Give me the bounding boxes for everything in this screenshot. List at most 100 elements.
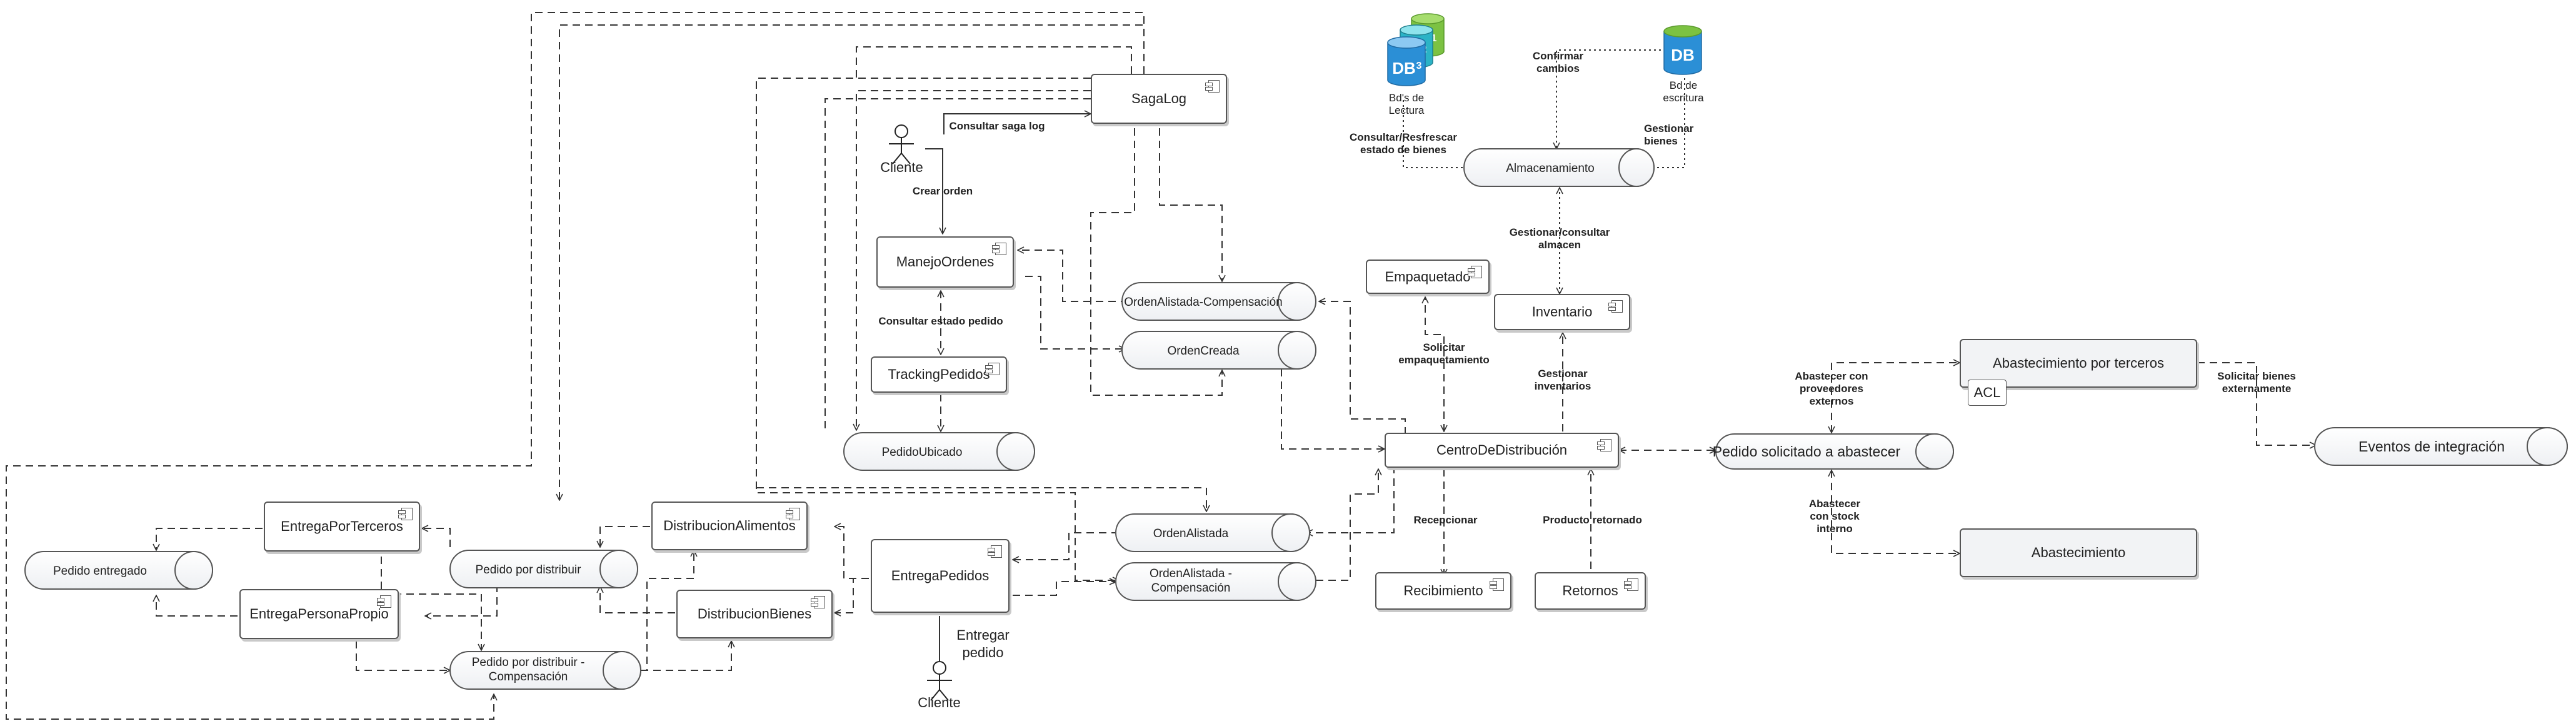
component-inventario[interactable]: Inventario [1494, 294, 1630, 330]
queue-pedido-solicitado [1715, 433, 1954, 470]
edge-alimentos-pxd [600, 526, 650, 547]
component-label: ManejoOrdenes [896, 254, 995, 270]
label-line: Abastecer con [1795, 370, 1868, 382]
db-lectura-icon: 1 2 DB 3 [1387, 13, 1445, 86]
edge-comp2-centro [1316, 469, 1378, 581]
queue-label-orden-alistada-comp2-2: Compensación [1151, 582, 1231, 595]
queue-label-pedido-por-distribuir-comp-1: Pedido por distribuir - [472, 656, 585, 669]
edge-saga-creada [1090, 128, 1222, 396]
queue-label-pedido-entregado: Pedido entregado [53, 565, 147, 578]
db-lectura-text: DB [1392, 59, 1416, 78]
label-line: Consultar/Resfrescar [1350, 131, 1457, 143]
queue-label-orden-creada: OrdenCreada [1167, 345, 1240, 358]
queue-label-pedido-solicitado: Pedido solicitado a abastecer [1713, 443, 1901, 460]
component-icon [1597, 439, 1611, 451]
component-label: Inventario [1531, 304, 1593, 320]
label-text: Recepcionar [1413, 514, 1478, 526]
component-centro-distribucion[interactable]: CentroDeDistribución [1385, 433, 1619, 468]
queue-pedido-ubicado [843, 432, 1035, 471]
edge-pxd-propio [425, 585, 498, 616]
queue-label-orden-alistada-comp2-1: OrdenAlistada - [1150, 567, 1232, 580]
edge-centro-empaquetado [1425, 297, 1444, 431]
db-escritura-label-2: escritura [1663, 92, 1704, 104]
queue-pedido-por-distribuir-comp [449, 651, 641, 690]
component-icon [985, 363, 1000, 375]
edge-entrega-comp2 [1013, 582, 1116, 596]
queue-orden-alistada-comp2 [1115, 562, 1316, 601]
edge-creada-centro [1281, 369, 1385, 449]
component-icon [992, 243, 1006, 255]
component-empaquetado[interactable]: Empaquetado [1366, 260, 1490, 294]
component-icon [786, 508, 800, 520]
label-line: con stock [1810, 510, 1860, 522]
component-label: Retornos [1562, 583, 1618, 598]
queue-label-pedido-por-distribuir-comp-2: Compensación [489, 670, 568, 683]
db-escritura-icon: DB [1663, 25, 1702, 75]
component-entrega-persona-propio[interactable]: EntregaPersonaPropio [239, 589, 399, 639]
queue-orden-alistada-compensacion [1121, 282, 1316, 321]
label-line: almacen [1538, 239, 1581, 251]
edge-centro-comp [1319, 301, 1406, 435]
label-consultar-estado-pedido: Consultar estado pedido [872, 315, 1010, 328]
edge-solicitado-abastecimiento [1832, 470, 1960, 553]
component-retornos[interactable]: Retornos [1535, 572, 1646, 610]
label-abastecer-stock: Abastecer con stock interno [1800, 498, 1869, 535]
component-manejo-ordenes[interactable]: ManejoOrdenes [876, 236, 1014, 288]
db-escritura-text: DB [1671, 46, 1695, 64]
edge-terceros-pxdc [381, 557, 481, 650]
queue-pedido-entregado [24, 551, 213, 590]
label-text: Crear orden [912, 185, 973, 197]
edge-pxdc-bienes [641, 641, 731, 671]
component-distribucion-alimentos[interactable]: DistribucionAlimentos [651, 502, 808, 550]
component-label: Recibimiento [1403, 583, 1483, 598]
component-distribucion-bienes[interactable]: DistribucionBienes [676, 590, 833, 638]
component-tracking-pedidos[interactable]: TrackingPedidos [871, 356, 1007, 393]
label-solicitar-empaquetamiento: Solicitar empaquetamiento [1391, 341, 1497, 366]
db-lectura-label-1: Bd's de [1389, 92, 1424, 104]
label-line: cambios [1536, 63, 1580, 74]
edge-solicitado-terceros [1832, 363, 1960, 433]
label-line: empaquetamiento [1398, 354, 1490, 366]
component-saga-log[interactable]: SagaLog [1091, 74, 1227, 124]
label-producto-retornado: Producto retornado [1535, 514, 1650, 527]
label-entregar-pedido: Entregar pedido [947, 627, 1019, 662]
queue-label-almacenamiento: Almacenamiento [1506, 162, 1595, 175]
edge-saga-comp [1159, 128, 1222, 281]
actor-name: Cliente [880, 159, 923, 175]
label-line: proveedores [1799, 383, 1864, 395]
component-label: SagaLog [1131, 91, 1187, 106]
component-icon [377, 595, 391, 608]
label-line: Solicitar bienes [2217, 370, 2296, 382]
queue-orden-alistada [1115, 513, 1310, 552]
component-icon [1624, 578, 1638, 591]
component-abastecimiento[interactable]: Abastecimiento [1960, 528, 2197, 577]
queue-pedido-por-distribuir [449, 550, 638, 588]
label-line: Gestionar/consultar [1509, 226, 1610, 238]
label-line: pedido [962, 645, 1004, 660]
component-icon [1490, 578, 1504, 591]
label-solicitar-bienes: Solicitar bienes externamente [2207, 370, 2307, 395]
edge-saga-pedidoubicado [856, 90, 1091, 430]
actor-name: Cliente [918, 695, 961, 710]
component-recibimiento[interactable]: Recibimiento [1375, 572, 1511, 610]
component-icon [1608, 300, 1623, 313]
label-gestionar-inventarios: Gestionar inventarios [1525, 368, 1600, 393]
component-icon [398, 508, 413, 520]
component-label: EntregaPorTerceros [281, 518, 403, 534]
edge-comp-manejo [1018, 250, 1128, 302]
component-label: DistribucionAlimentos [663, 518, 796, 533]
label-line: Entregar [956, 627, 1010, 643]
component-label: Abastecimiento por terceros [1993, 355, 2164, 371]
edge-propio-pxdc [356, 641, 450, 670]
component-entrega-por-terceros[interactable]: EntregaPorTerceros [264, 502, 420, 552]
queue-label-orden-alistada: OrdenAlistada [1153, 527, 1229, 540]
db-lectura-label-2: Lectura [1389, 104, 1425, 116]
edge-saga-pedidoxdistribuir [559, 24, 1145, 500]
component-icon [1205, 80, 1220, 93]
actor-cliente-bottom-label: Cliente [910, 694, 969, 712]
edge-manejo-creada [1025, 276, 1125, 349]
component-entrega-pedidos[interactable]: EntregaPedidos [871, 539, 1010, 613]
label-recepcionar: Recepcionar [1406, 514, 1485, 527]
queue-label-eventos-integracion: Eventos de integración [2358, 438, 2505, 455]
label-text: Producto retornado [1543, 514, 1642, 526]
